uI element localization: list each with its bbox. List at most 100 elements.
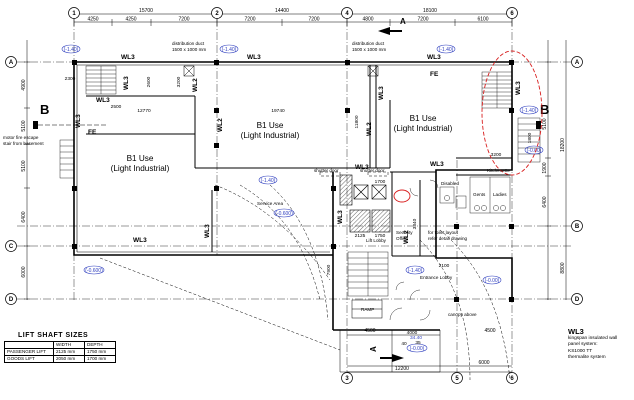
dim-35: 35 (415, 340, 421, 346)
note-duct-right-2: 1500 x 1000 mm (352, 47, 386, 52)
note-duct-left-1: distribution duct (172, 41, 205, 46)
wl3-tag-4: WL3 (96, 97, 110, 104)
red-markup-ellipse (481, 50, 543, 176)
wl3-tag-2: WL3 (247, 54, 261, 61)
note-security-2: Office (396, 236, 408, 241)
section-label-b-left: B (40, 102, 49, 117)
note-security-1: Security (396, 230, 413, 235)
grid-label-B-right: B (575, 224, 580, 230)
level-bubble-3 (436, 44, 456, 54)
dim-7900: 7900 (326, 264, 332, 275)
level-bubble-2 (219, 44, 239, 54)
table-row: PASSENGER LIFT 2125 mm 1750 mm (4, 348, 116, 356)
exterior-walls (73, 61, 513, 331)
dim-bottom-4500b: 4500 (484, 328, 495, 334)
level-bubble-4 (519, 105, 539, 115)
dim-2300: 2300 (65, 76, 76, 82)
interior-walls (86, 65, 512, 257)
room-b1-right-line2: (Light Industrial) (394, 124, 453, 133)
dim-1800: 1800 (527, 132, 533, 143)
level-bubble-9 (405, 265, 425, 275)
level-tag-4: (-1.40) (522, 108, 537, 114)
grid-label-6-top: 6 (510, 11, 514, 17)
wl3-legend: WL3 kingspan insulated wall panel system… (568, 327, 617, 362)
grid-label-5-bottom: 5 (455, 376, 459, 382)
note-ramp: RAMP (361, 307, 374, 312)
dim-left-5100a: 5100 (21, 120, 27, 131)
grid-label-C-left: C (9, 244, 14, 250)
table-row: WIDTH DEPTH (4, 341, 116, 349)
stair-core (347, 251, 389, 297)
dim-2125: 2125 (355, 233, 366, 239)
wl3-tag-1: WL3 (121, 54, 135, 61)
table-header-cell (4, 341, 54, 349)
dim-bottom-6000: 6000 (478, 360, 489, 366)
grid-label-D-left: D (9, 297, 14, 303)
room-b1-left-line1: B1 Use (127, 154, 154, 163)
table-cell: 1700 mm (84, 355, 116, 363)
dim-top-6100: 6100 (477, 17, 488, 23)
toilet-fixtures (439, 176, 511, 214)
note-duct-left-2: 1500 x 1000 mm (172, 47, 206, 52)
dim-11800: 11800 (354, 115, 360, 128)
table-cell: PASSENGER LIFT (4, 348, 54, 356)
level-tag-9: (-1.40) (408, 268, 423, 274)
legend-line: thermalite system (568, 355, 606, 361)
dim-bottom-4500a: 4500 (364, 328, 375, 334)
structural-columns (72, 60, 514, 302)
note-toilet-1: for toilet layout (428, 230, 459, 235)
grid-label-6-bottom: 6 (510, 376, 514, 382)
wl3-tag-7: WL3 (355, 164, 369, 171)
dim-right-6400: 6400 (542, 196, 548, 207)
wl3-tag-11: WL3 (378, 86, 385, 100)
grid-label-A-left: A (9, 60, 14, 66)
lift-table-grid: WIDTH DEPTH PASSENGER LIFT 2125 mm 1750 … (4, 341, 116, 363)
grid-bubble-6-top (506, 7, 518, 19)
fe-mark-right: FE (430, 71, 439, 78)
room-b1-center-line1: B1 Use (257, 121, 284, 130)
note-lift-lobby: Lift Lobby (366, 238, 387, 243)
level-bubble-7 (273, 208, 295, 218)
grid-bubble-3-bottom (341, 372, 353, 384)
level-tag-1: (-1.40) (64, 47, 79, 53)
grid-bubble-B-right (571, 220, 583, 232)
grid-bubble-D-right (571, 293, 583, 305)
level-tag-3: (-1.40) (439, 47, 454, 53)
dim-4000: 4000 (407, 330, 418, 336)
level-bubble-6 (258, 175, 278, 185)
section-arrow-a-top (378, 27, 402, 35)
wl3-tag-8: WL3 (123, 76, 130, 90)
wl3-tag-6: WL3 (430, 161, 444, 168)
legend-line: kingspan insulated wall (568, 336, 618, 341)
dim-34-40: 34.40 (410, 335, 422, 341)
note-disabled: Disabled (441, 181, 459, 186)
dim-19740: 19740 (271, 108, 285, 114)
table-cell: 2050 mm (53, 355, 85, 363)
note-shutter-door-2: shutter door (360, 168, 385, 173)
table-row: GOODS LIFT 2050 mm 1700 mm (4, 355, 116, 363)
level-tag-8: (-0.600) (85, 268, 103, 274)
dim-top-4250b: 4250 (125, 17, 136, 23)
dim-right-18200: 18200 (560, 138, 566, 152)
fe-mark-left: FE (88, 129, 97, 136)
dim-left-5100b: 5100 (21, 160, 27, 171)
dim-top-7200d: 7200 (417, 17, 428, 23)
section-label-a-top: A (400, 17, 406, 26)
stair-left-escape (59, 139, 75, 179)
legend-title: WL3 (568, 327, 584, 336)
level-tag-10: (-0.00) (485, 278, 500, 284)
dim-left-6000: 6000 (21, 266, 27, 277)
dim-3200: 3200 (176, 76, 182, 87)
dim-top-18100: 18100 (423, 8, 437, 14)
ramp (339, 299, 441, 373)
stair-right (481, 71, 541, 163)
duct-box-left (183, 65, 195, 77)
table-header-cell: DEPTH (84, 341, 116, 349)
dim-top-4800: 4800 (362, 17, 373, 23)
grid-bubble-1-top (68, 7, 80, 19)
dim-top-7200b: 7200 (244, 17, 255, 23)
dim-1700: 1700 (375, 179, 386, 185)
wl3-tag-9: WL3 (75, 114, 82, 128)
level-tag-5: (-0.60) (527, 148, 542, 154)
grid-bubble-A-left (5, 56, 17, 68)
